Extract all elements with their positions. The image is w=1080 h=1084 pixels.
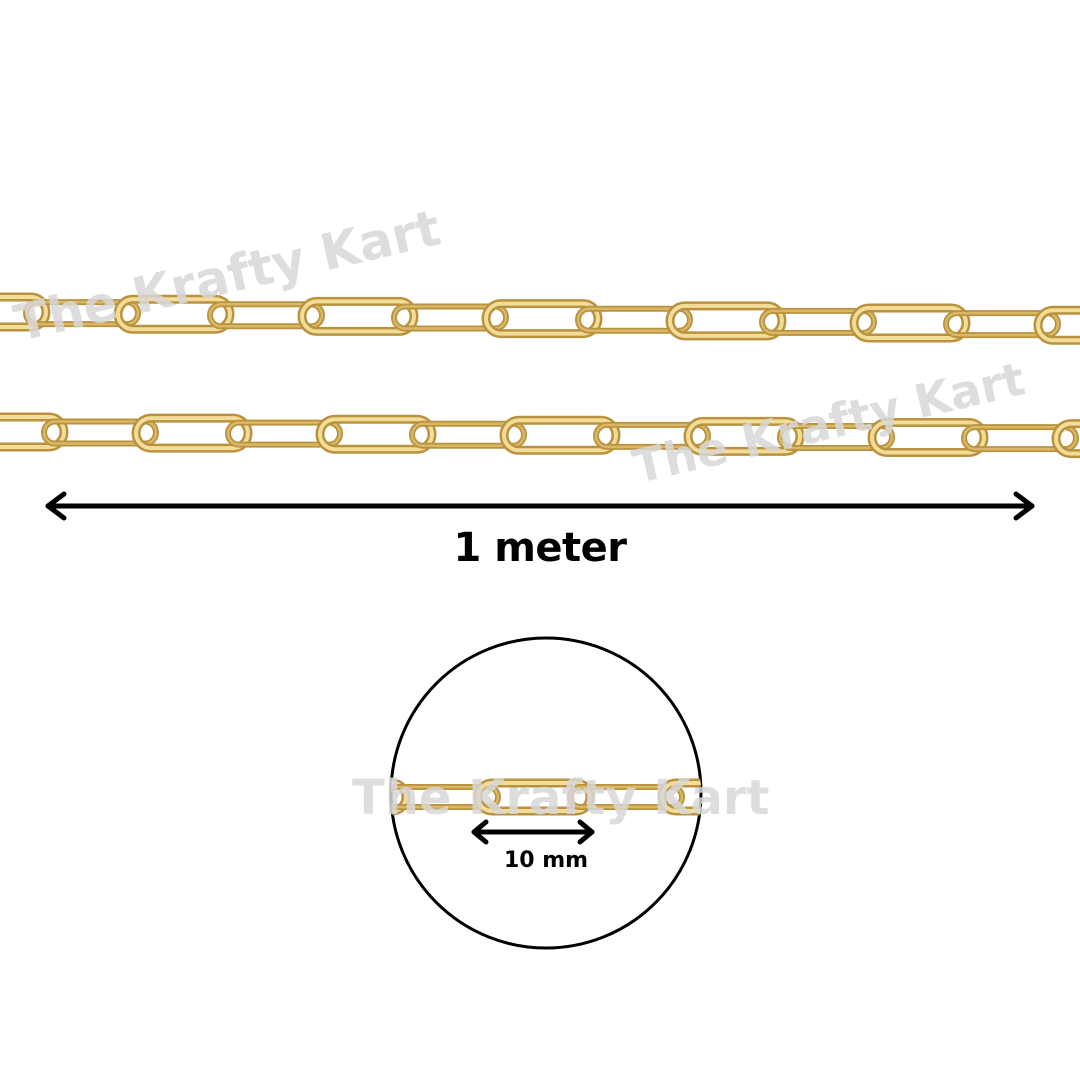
chain-link (593, 421, 711, 450)
chain-link (683, 416, 805, 456)
chain-link (391, 778, 411, 816)
chain-link (409, 420, 527, 449)
chain-link (777, 422, 895, 451)
watermark-text: The Krafty Kart (352, 770, 770, 826)
chain-link (0, 412, 69, 452)
chain-link (1033, 305, 1080, 345)
link-size-arrow (471, 819, 595, 845)
chain-zoom-detail (391, 778, 701, 816)
chain-link (0, 292, 51, 332)
chain-link (657, 778, 701, 816)
chain-link (23, 299, 141, 328)
chain-link (391, 303, 509, 332)
chain-link (943, 310, 1061, 339)
chain-link (961, 424, 1079, 453)
chain-link (759, 307, 877, 336)
length-arrow (45, 491, 1035, 521)
zoom-detail-circle (389, 636, 703, 950)
chain-link (499, 415, 621, 455)
chain-link (849, 303, 971, 343)
chain-strand-bottom (0, 412, 1080, 459)
chain-link (665, 301, 787, 341)
length-label: 1 meter (453, 525, 627, 571)
chain-link (867, 418, 989, 458)
link-size-label: 10 mm (503, 848, 589, 873)
chain-link (41, 418, 159, 447)
chain-link (1051, 419, 1080, 459)
chain-link (131, 413, 253, 453)
chain-link (481, 299, 603, 339)
chain-link (207, 301, 325, 330)
chain-link (297, 296, 419, 336)
chain-strand-top (0, 292, 1080, 345)
chain-link (225, 419, 343, 448)
chain-link (315, 414, 437, 454)
chain-link (391, 784, 501, 810)
chain-link (567, 784, 685, 810)
chain-link (113, 294, 235, 334)
chain-link (575, 305, 693, 334)
chain-link (473, 778, 595, 816)
